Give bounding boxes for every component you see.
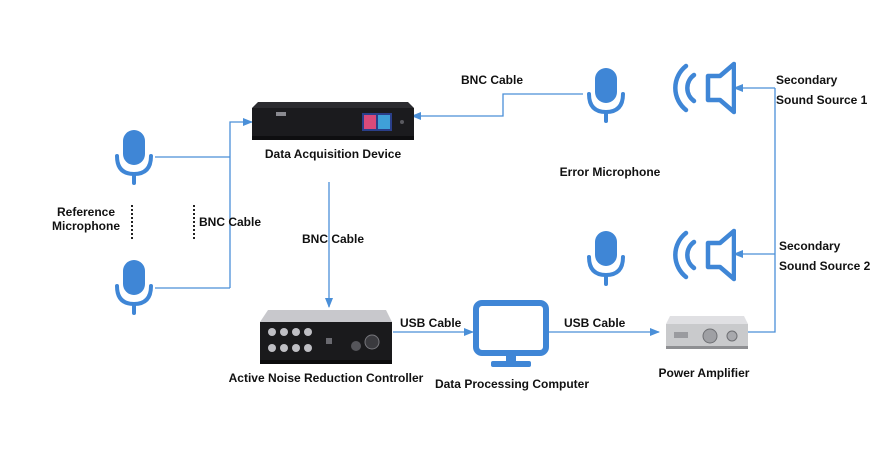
- controller-to-computer-cable-label: USB Cable: [400, 316, 462, 330]
- wire-ref-to-daq: [229, 118, 253, 288]
- reference-microphone-label: Reference Microphone: [46, 205, 126, 233]
- secondary-source-2-label-line2: Sound Source 2: [779, 259, 871, 273]
- secondary-source-1-label-line1: Secondary: [776, 73, 838, 87]
- reference-microphone-label-line1: Reference: [56, 205, 116, 219]
- reference-microphone-1-icon: [115, 130, 153, 185]
- active-noise-reduction-controller: [260, 310, 392, 364]
- active-noise-reduction-controller-label: Active Noise Reduction Controller: [228, 371, 424, 385]
- monitor-icon: [473, 300, 549, 367]
- error-microphone-1-icon: [587, 68, 625, 123]
- reference-ellipsis-dots: [131, 205, 133, 239]
- error-microphone-label: Error Microphone: [559, 165, 661, 179]
- cable-ellipsis-dots: [193, 205, 195, 239]
- computer-to-amplifier-cable-label: USB Cable: [564, 316, 626, 330]
- wire-amplifier-to-speakers: [748, 88, 776, 333]
- power-amplifier: [666, 316, 748, 349]
- secondary-source-2-label: Secondary Sound Source 2: [779, 239, 870, 273]
- reference-microphone-2-icon: [115, 260, 153, 315]
- reference-microphone-label-line2: Microphone: [52, 219, 120, 233]
- ref-to-daq-cable-label: BNC Cable: [199, 215, 262, 229]
- data-acquisition-device-label: Data Acquisition Device: [264, 147, 402, 161]
- secondary-source-1-label: Secondary Sound Source 1: [776, 73, 867, 107]
- data-acquisition-device: [252, 102, 414, 140]
- error-microphone-2-icon: [587, 231, 625, 286]
- daq-to-controller-cable-label: BNC Cable: [302, 232, 365, 246]
- error-mic-to-daq-cable-label: BNC Cable: [461, 73, 524, 87]
- speaker-2-icon: [673, 228, 736, 282]
- secondary-source-2-label-line1: Secondary: [779, 239, 841, 253]
- wire-error-mic-to-daq: [411, 93, 583, 120]
- data-processing-computer-label: Data Processing Computer: [434, 377, 590, 391]
- secondary-source-1-label-line2: Sound Source 1: [776, 93, 868, 107]
- speaker-1-icon: [673, 61, 736, 115]
- power-amplifier-label: Power Amplifier: [658, 366, 750, 380]
